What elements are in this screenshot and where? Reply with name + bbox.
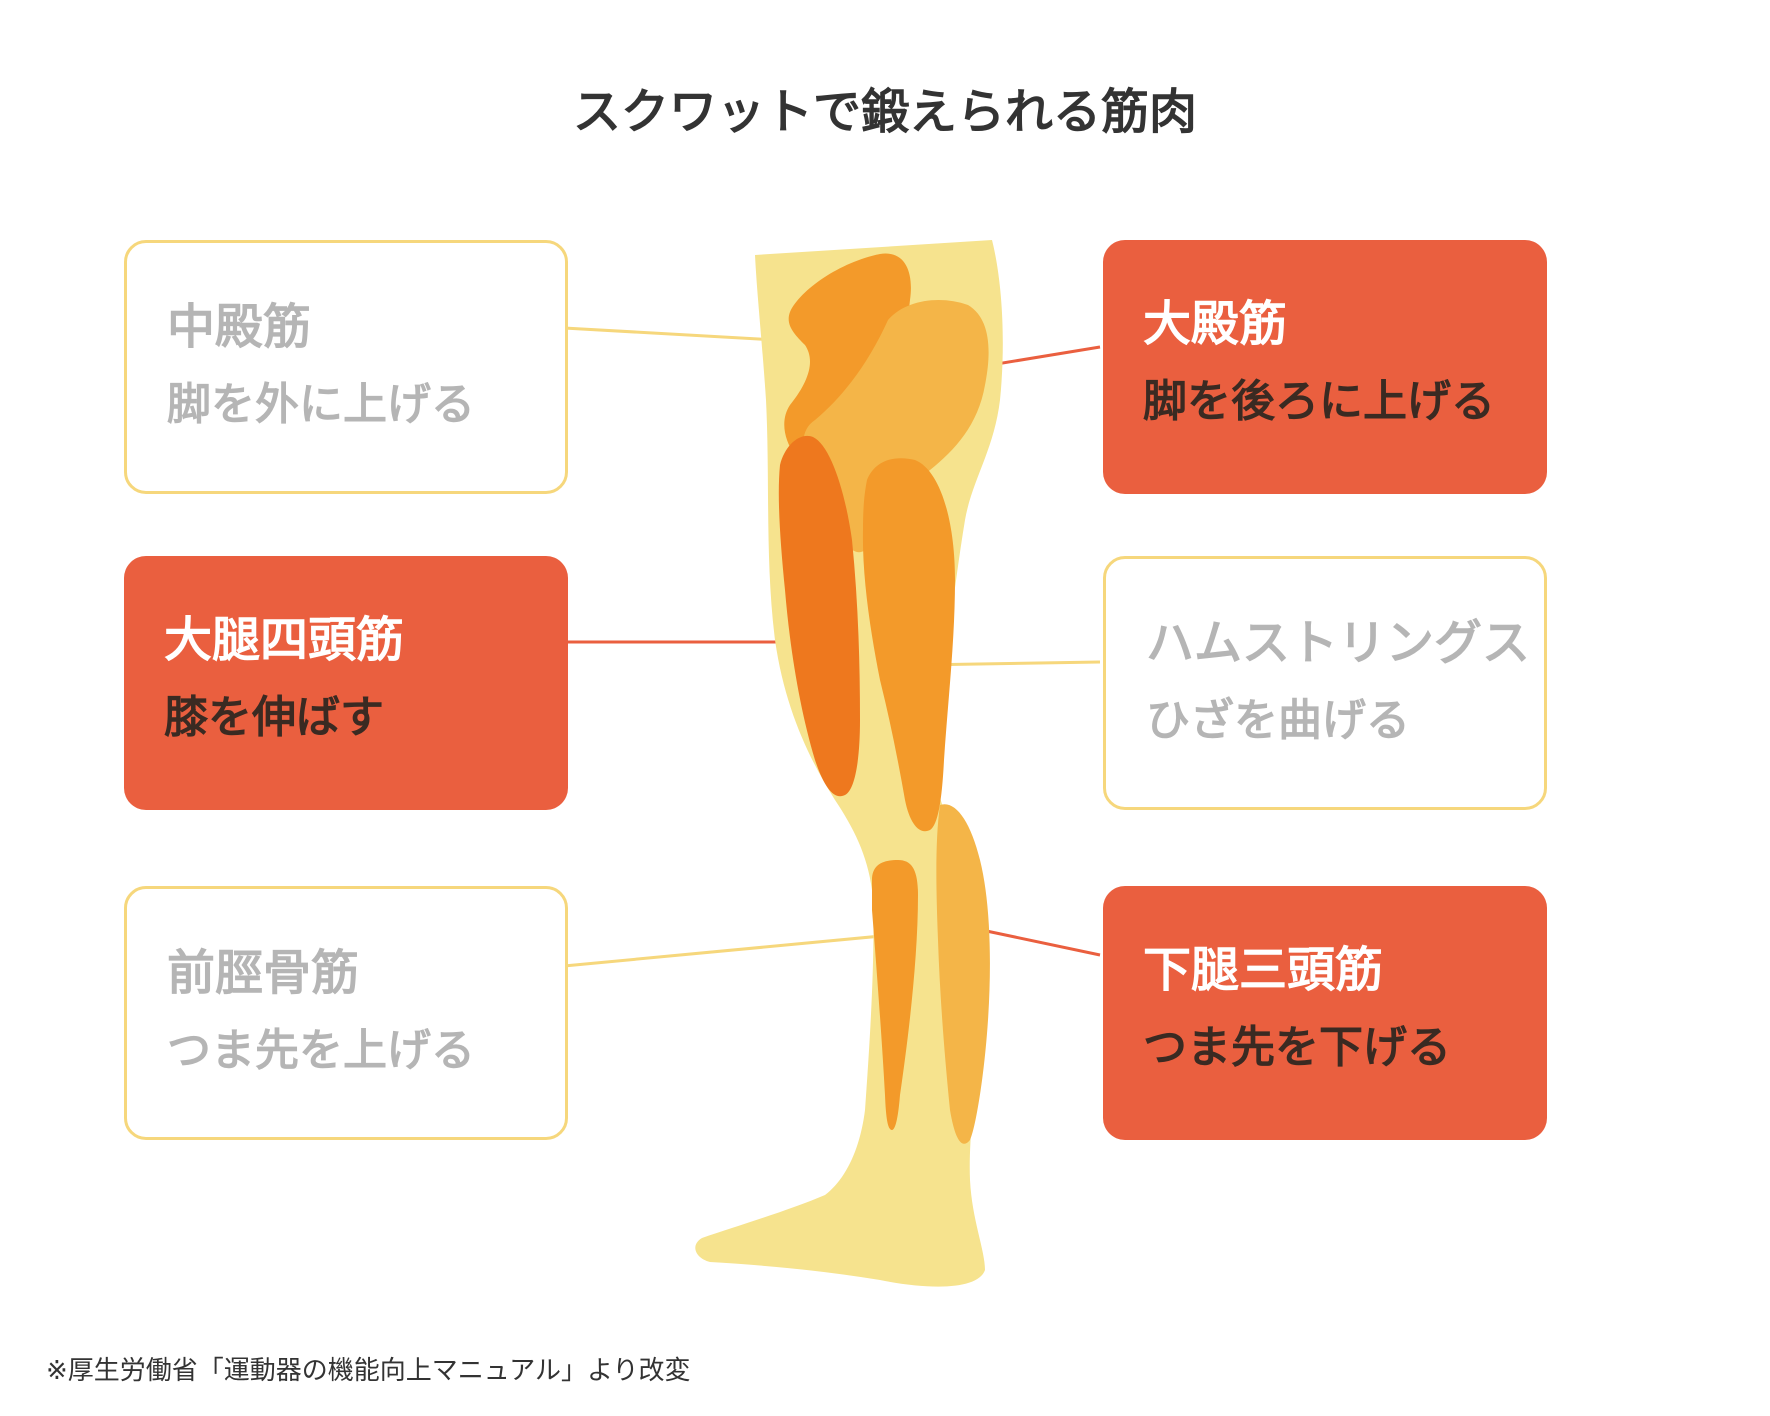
muscle-description: つま先を下げる	[1143, 1021, 1451, 1073]
muscle-card-gluteus-maximus: 大殿筋 脚を後ろに上げる	[1103, 240, 1547, 494]
muscle-name: 下腿三頭筋	[1143, 942, 1384, 998]
triceps-surae-muscle	[936, 804, 990, 1144]
muscle-description: 膝を伸ばす	[164, 691, 384, 743]
gluteus-medius-muscle	[784, 253, 911, 466]
muscle-name: 中殿筋	[167, 299, 312, 355]
hamstrings-muscle	[862, 458, 955, 832]
muscle-card-gluteus-medius: 中殿筋 脚を外に上げる	[124, 240, 568, 494]
muscle-name: 前脛骨筋	[167, 945, 360, 1001]
muscle-card-hamstrings: ハムストリングス ひざを曲げる	[1103, 556, 1547, 810]
muscle-card-triceps-surae: 下腿三頭筋 つま先を下げる	[1103, 886, 1547, 1140]
gluteus-maximus-muscle	[803, 300, 989, 553]
quadriceps-muscle	[778, 435, 860, 797]
muscle-description: ひざを曲げる	[1146, 694, 1410, 746]
leader-line-tibialis-anterior	[563, 933, 893, 968]
muscle-description: 脚を外に上げる	[167, 378, 475, 430]
source-note: ※厚生労働省「運動器の機能向上マニュアル」より改変	[46, 1356, 691, 1386]
tibialis-anterior-muscle	[872, 860, 918, 1130]
muscle-name: 大殿筋	[1143, 296, 1288, 352]
page-title: スクワットで鍛えられる筋肉	[572, 84, 1197, 140]
muscle-description: つま先を上げる	[167, 1024, 475, 1076]
muscle-card-quadriceps: 大腿四頭筋 膝を伸ばす	[124, 556, 568, 810]
muscle-name: ハムストリングス	[1146, 615, 1531, 671]
muscle-description: 脚を後ろに上げる	[1143, 375, 1495, 427]
muscle-card-tibialis-anterior: 前脛骨筋 つま先を上げる	[124, 886, 568, 1140]
muscle-name: 大腿四頭筋	[164, 612, 405, 668]
